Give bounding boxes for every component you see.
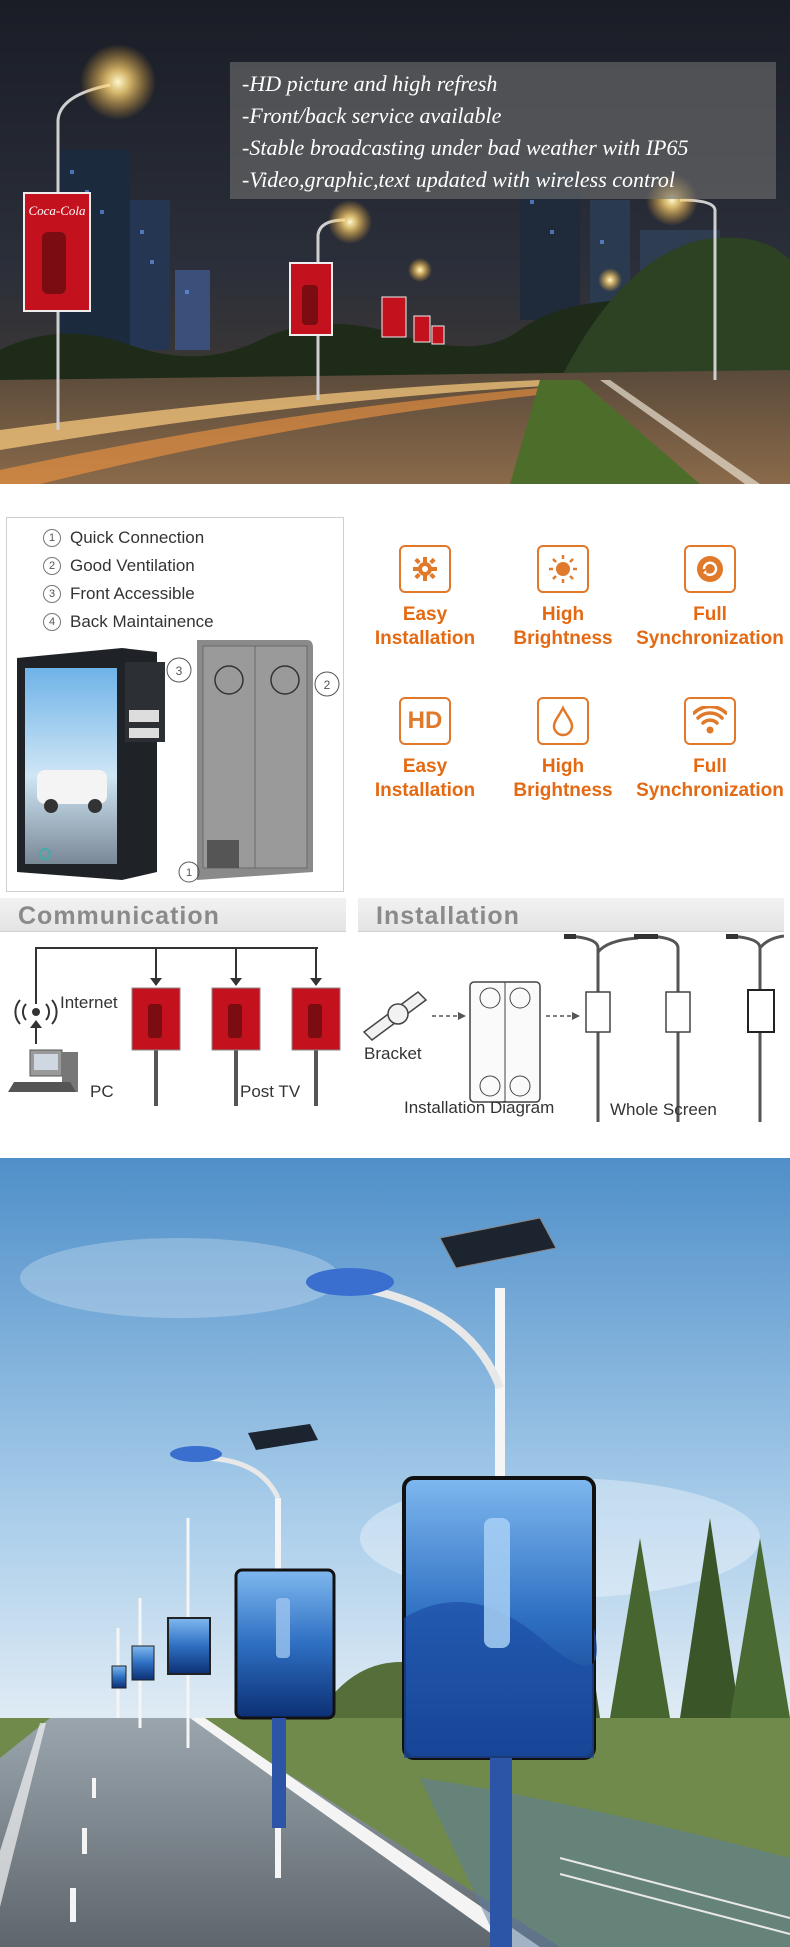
feature-line-4: -Video,graphic,text updated with wireles… — [242, 167, 676, 192]
whole-screen-label: Whole Screen — [610, 1100, 717, 1119]
feature-line-3: -Stable broadcasting under bad weather w… — [242, 135, 689, 160]
icon-label-line1: Easy — [402, 604, 448, 625]
sync-icon — [684, 545, 736, 593]
feature-icon-grid: Easy Installation High Brightness Full S… — [350, 545, 790, 825]
communication-diagram — [8, 947, 341, 1106]
feature-full-synchronization: Full Synchronization — [635, 545, 785, 651]
pc-label: PC — [90, 1082, 114, 1101]
post-tv-2 — [211, 987, 261, 1106]
icon-label-line1: High — [541, 604, 585, 625]
bracket-icon — [362, 991, 428, 1041]
sun-icon — [537, 545, 589, 593]
ad-screen-medium — [289, 262, 333, 336]
icon-label-line1: Easy — [402, 756, 448, 777]
communication-title: Communication — [0, 898, 346, 932]
hd-badge-text: HD — [407, 707, 443, 734]
features-overlay: -HD picture and high refresh -Front/back… — [230, 62, 776, 199]
list-item: 2 Good Ventilation — [43, 552, 214, 580]
feature-easy-installation: Easy Installation — [350, 545, 500, 651]
post-tv-label: Post TV — [240, 1082, 301, 1101]
bracket-label: Bracket — [364, 1044, 422, 1063]
ad-screen-large: Coca-Cola — [23, 192, 91, 312]
icon-label-line2: Brightness — [513, 628, 613, 649]
gear-icon — [399, 545, 451, 593]
svg-text:2: 2 — [324, 678, 331, 692]
installation-panel: Installation — [358, 898, 784, 1128]
pc-icon — [8, 1049, 78, 1092]
antenna-icon — [14, 999, 58, 1025]
communication-panel: Communication — [0, 898, 346, 1106]
post-tv-3 — [291, 987, 341, 1106]
structure-feature-list: 1 Quick Connection 2 Good Ventilation 3 … — [43, 524, 214, 636]
icon-label-line2: Installation — [374, 780, 476, 801]
svg-text:1: 1 — [186, 867, 192, 879]
icon-label-line1: Full — [693, 604, 727, 625]
cabinet-illustration: 3 2 1 — [17, 640, 340, 883]
feature-high-brightness-2: High Brightness — [488, 697, 638, 803]
svg-text:3: 3 — [176, 664, 183, 678]
post-tv-1 — [131, 987, 181, 1106]
feature-line-2: -Front/back service available — [242, 103, 502, 128]
wifi-icon — [684, 697, 736, 745]
feature-line-1: -HD picture and high refresh — [242, 71, 498, 96]
circled-number: 4 — [43, 613, 61, 631]
installation-diagram-label: Installation Diagram — [404, 1098, 555, 1117]
list-item: 4 Back Maintainence — [43, 608, 214, 636]
structure-panel: 1 Quick Connection 2 Good Ventilation 3 … — [6, 517, 344, 892]
installation-diagram — [362, 934, 784, 1122]
list-item-label: Back Maintainence — [70, 612, 214, 631]
icon-label-line1: High — [541, 756, 585, 777]
circled-number: 1 — [43, 529, 61, 547]
feature-high-brightness: High Brightness — [488, 545, 638, 651]
icon-label-line1: Full — [693, 756, 727, 777]
installation-title: Installation — [358, 898, 784, 932]
hd-icon: HD — [399, 697, 451, 745]
night-street-photo: Coca-Cola -HD picture and high refresh -… — [0, 0, 790, 484]
list-item-label: Good Ventilation — [70, 556, 195, 575]
list-item: 3 Front Accessible — [43, 580, 214, 608]
feature-full-synchronization-2: Full Synchronization — [635, 697, 785, 803]
feature-easy-installation-2: HD Easy Installation — [350, 697, 500, 803]
list-item-label: Front Accessible — [70, 584, 195, 603]
list-item-label: Quick Connection — [70, 528, 205, 547]
daytime-road-scene — [0, 1158, 790, 1947]
circled-number: 3 — [43, 585, 61, 603]
drop-icon — [537, 697, 589, 745]
icon-label-line2: Synchronization — [636, 780, 784, 801]
ad-brand-text: Coca-Cola — [28, 203, 86, 218]
circled-number: 2 — [43, 557, 61, 575]
icon-label-line2: Brightness — [513, 780, 613, 801]
internet-label: Internet — [60, 993, 118, 1012]
daytime-road-photo — [0, 1158, 790, 1947]
icon-label-line2: Installation — [374, 628, 476, 649]
list-item: 1 Quick Connection — [43, 524, 214, 552]
icon-label-line2: Synchronization — [636, 628, 784, 649]
